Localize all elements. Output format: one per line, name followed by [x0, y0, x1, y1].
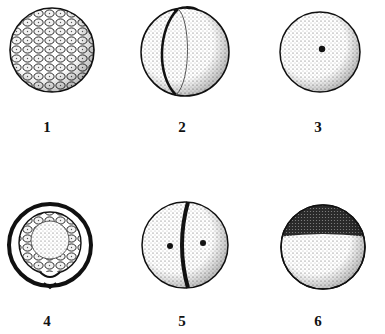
figure-number: 3	[314, 120, 322, 135]
grooved-egg-figure	[141, 7, 229, 96]
section-figure	[9, 204, 91, 288]
capped-egg-figure	[270, 190, 376, 289]
figure-number: 1	[43, 120, 51, 135]
figure-number: 4	[43, 314, 51, 329]
egg-figure	[280, 12, 360, 92]
figure-number: 5	[178, 314, 186, 329]
figure-number: 6	[314, 314, 322, 329]
figure-number: 2	[178, 120, 186, 135]
two-cell-figure	[142, 202, 228, 288]
morula-figure	[10, 8, 94, 92]
